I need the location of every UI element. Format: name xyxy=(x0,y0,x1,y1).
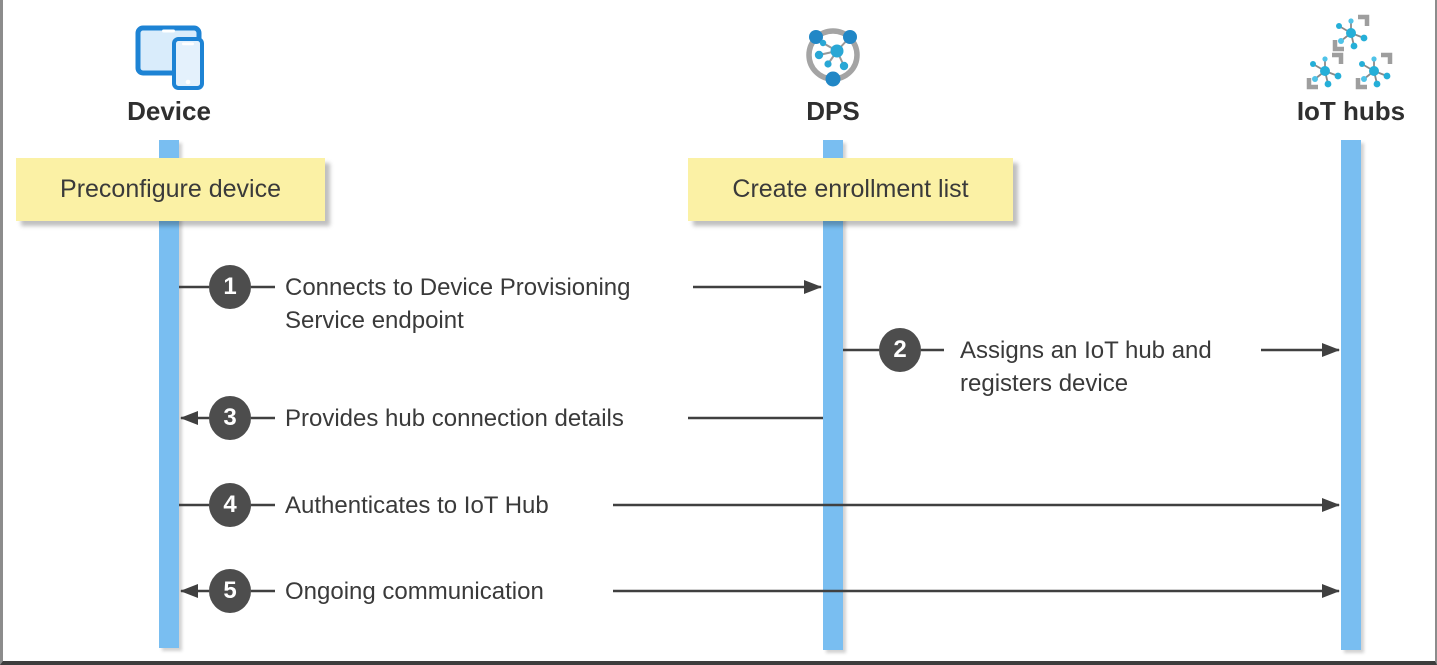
note-create-enrollment-list: Create enrollment list xyxy=(688,158,1013,221)
step-label-5: Ongoing communication xyxy=(285,578,544,605)
step-label-4: Authenticates to IoT Hub xyxy=(285,492,549,519)
step-arrows xyxy=(179,280,1340,598)
step-label-2: Assigns an IoT hub and registers device xyxy=(960,337,1212,397)
device-provisioning-service-icon xyxy=(806,28,860,87)
step-badge-1: 1 xyxy=(209,265,251,309)
step-badge-4: 4 xyxy=(209,483,251,527)
actor-label-device: Device xyxy=(127,96,211,126)
step-badge-5: 5 xyxy=(209,569,251,613)
step-label-1: Connects to Device Provisioning Service … xyxy=(285,274,631,334)
step-badge-3: 3 xyxy=(209,396,251,440)
lifeline-iot-hubs xyxy=(1341,140,1361,650)
note-preconfigure-device: Preconfigure device xyxy=(16,158,325,221)
lifeline-dps xyxy=(823,140,843,650)
actor-label-iot-hubs: IoT hubs xyxy=(1296,96,1406,126)
lifeline-device xyxy=(159,140,179,648)
arrow-layer xyxy=(179,280,1340,598)
step-badge-2: 2 xyxy=(879,328,921,372)
device-tablet-phone-icon xyxy=(135,25,204,90)
actor-label-dps: DPS xyxy=(806,96,860,126)
step-label-3: Provides hub connection details xyxy=(285,405,624,432)
